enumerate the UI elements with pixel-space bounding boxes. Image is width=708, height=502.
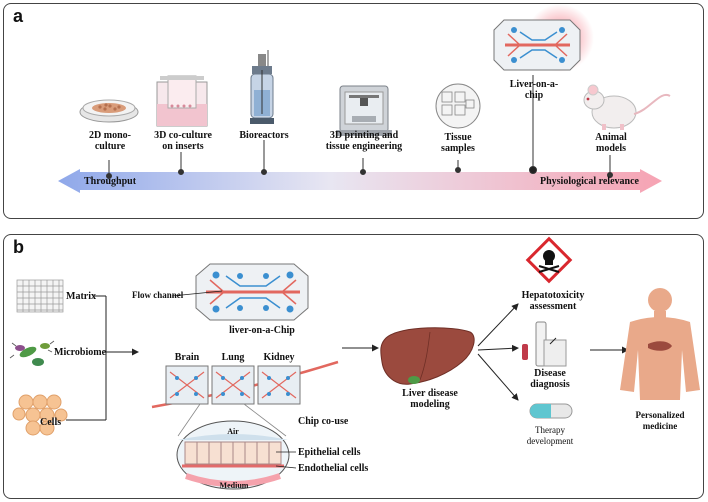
hepatotoxicity-label: Hepatotoxicity assessment xyxy=(521,290,585,312)
stage-bioreactors: Bioreactors xyxy=(239,130,289,141)
liver-chip-bottom-icon xyxy=(195,263,309,321)
chip-co-use-label: Chip co-use xyxy=(298,416,349,427)
medium-label: Medium xyxy=(219,481,249,490)
therapy-capsule-icon xyxy=(529,403,573,419)
stage-3d-coculture: 3D co-culture on inserts xyxy=(154,130,212,152)
cells-label: Cells xyxy=(40,417,62,428)
mouse-icon xyxy=(583,84,671,130)
panel-b xyxy=(3,234,704,499)
stage-3d-printing: 3D printing and tissue engineering xyxy=(325,130,403,152)
epithelial-cells-label: Epithelial cells xyxy=(298,447,361,458)
stage-2d-culture: 2D mono- culture xyxy=(89,130,131,152)
therapy-development-label: Therapy development xyxy=(526,425,574,446)
petri-dish-icon xyxy=(79,99,139,123)
stage-liver-on-a-chip: Liver-on-a- chip xyxy=(509,79,559,101)
stage-tissue-samples: Tissue samples xyxy=(441,132,475,154)
endothelial-cells-label: Endothelial cells xyxy=(298,463,369,474)
organ-chips xyxy=(151,360,339,409)
toxicity-hazard-icon xyxy=(525,236,573,284)
diagnosis-test-icon xyxy=(522,321,567,367)
personalized-medicine-label: Personalized medicine xyxy=(635,410,685,431)
throughput-label: Throughput xyxy=(84,176,137,187)
air-label: Air xyxy=(227,427,239,436)
disease-diagnosis-label: Disease diagnosis xyxy=(530,368,570,390)
cells-icon xyxy=(12,394,68,436)
outcome-arrows xyxy=(477,303,629,401)
bioreactor-icon xyxy=(250,50,274,124)
panel-a-label: a xyxy=(13,6,24,26)
microbiome-label: Microbiome xyxy=(54,347,107,358)
timeline-markers xyxy=(106,75,613,179)
relevance-arrow xyxy=(58,169,662,193)
culture-insert-icon xyxy=(156,75,208,127)
liver-chip-label: liver-on-a-Chip xyxy=(229,325,295,336)
liver-chip-top-icon xyxy=(493,19,581,71)
brain-label: Brain xyxy=(174,352,200,363)
liver-disease-modeling-label: Liver disease modeling xyxy=(402,388,458,410)
printer-3d-icon xyxy=(336,85,392,136)
matrix-label: Matrix xyxy=(66,291,96,302)
microbiome-icon xyxy=(9,340,55,366)
lung-label: Lung xyxy=(221,352,245,363)
input-bracket xyxy=(66,295,139,421)
tissue-cross-section xyxy=(176,403,290,490)
physiological-relevance-label: Physiological relevance xyxy=(540,176,639,187)
tissue-sample-icon xyxy=(435,83,481,129)
stage-animal-models: Animal models xyxy=(595,132,627,154)
human-body-icon xyxy=(620,288,700,400)
liver-icon xyxy=(380,327,475,385)
flow-channel-label: Flow channel xyxy=(132,290,184,300)
matrix-icon xyxy=(16,279,64,313)
flow-channel-pointer xyxy=(171,290,223,297)
panel-b-label: b xyxy=(13,237,24,257)
kidney-label: Kidney xyxy=(263,352,295,363)
